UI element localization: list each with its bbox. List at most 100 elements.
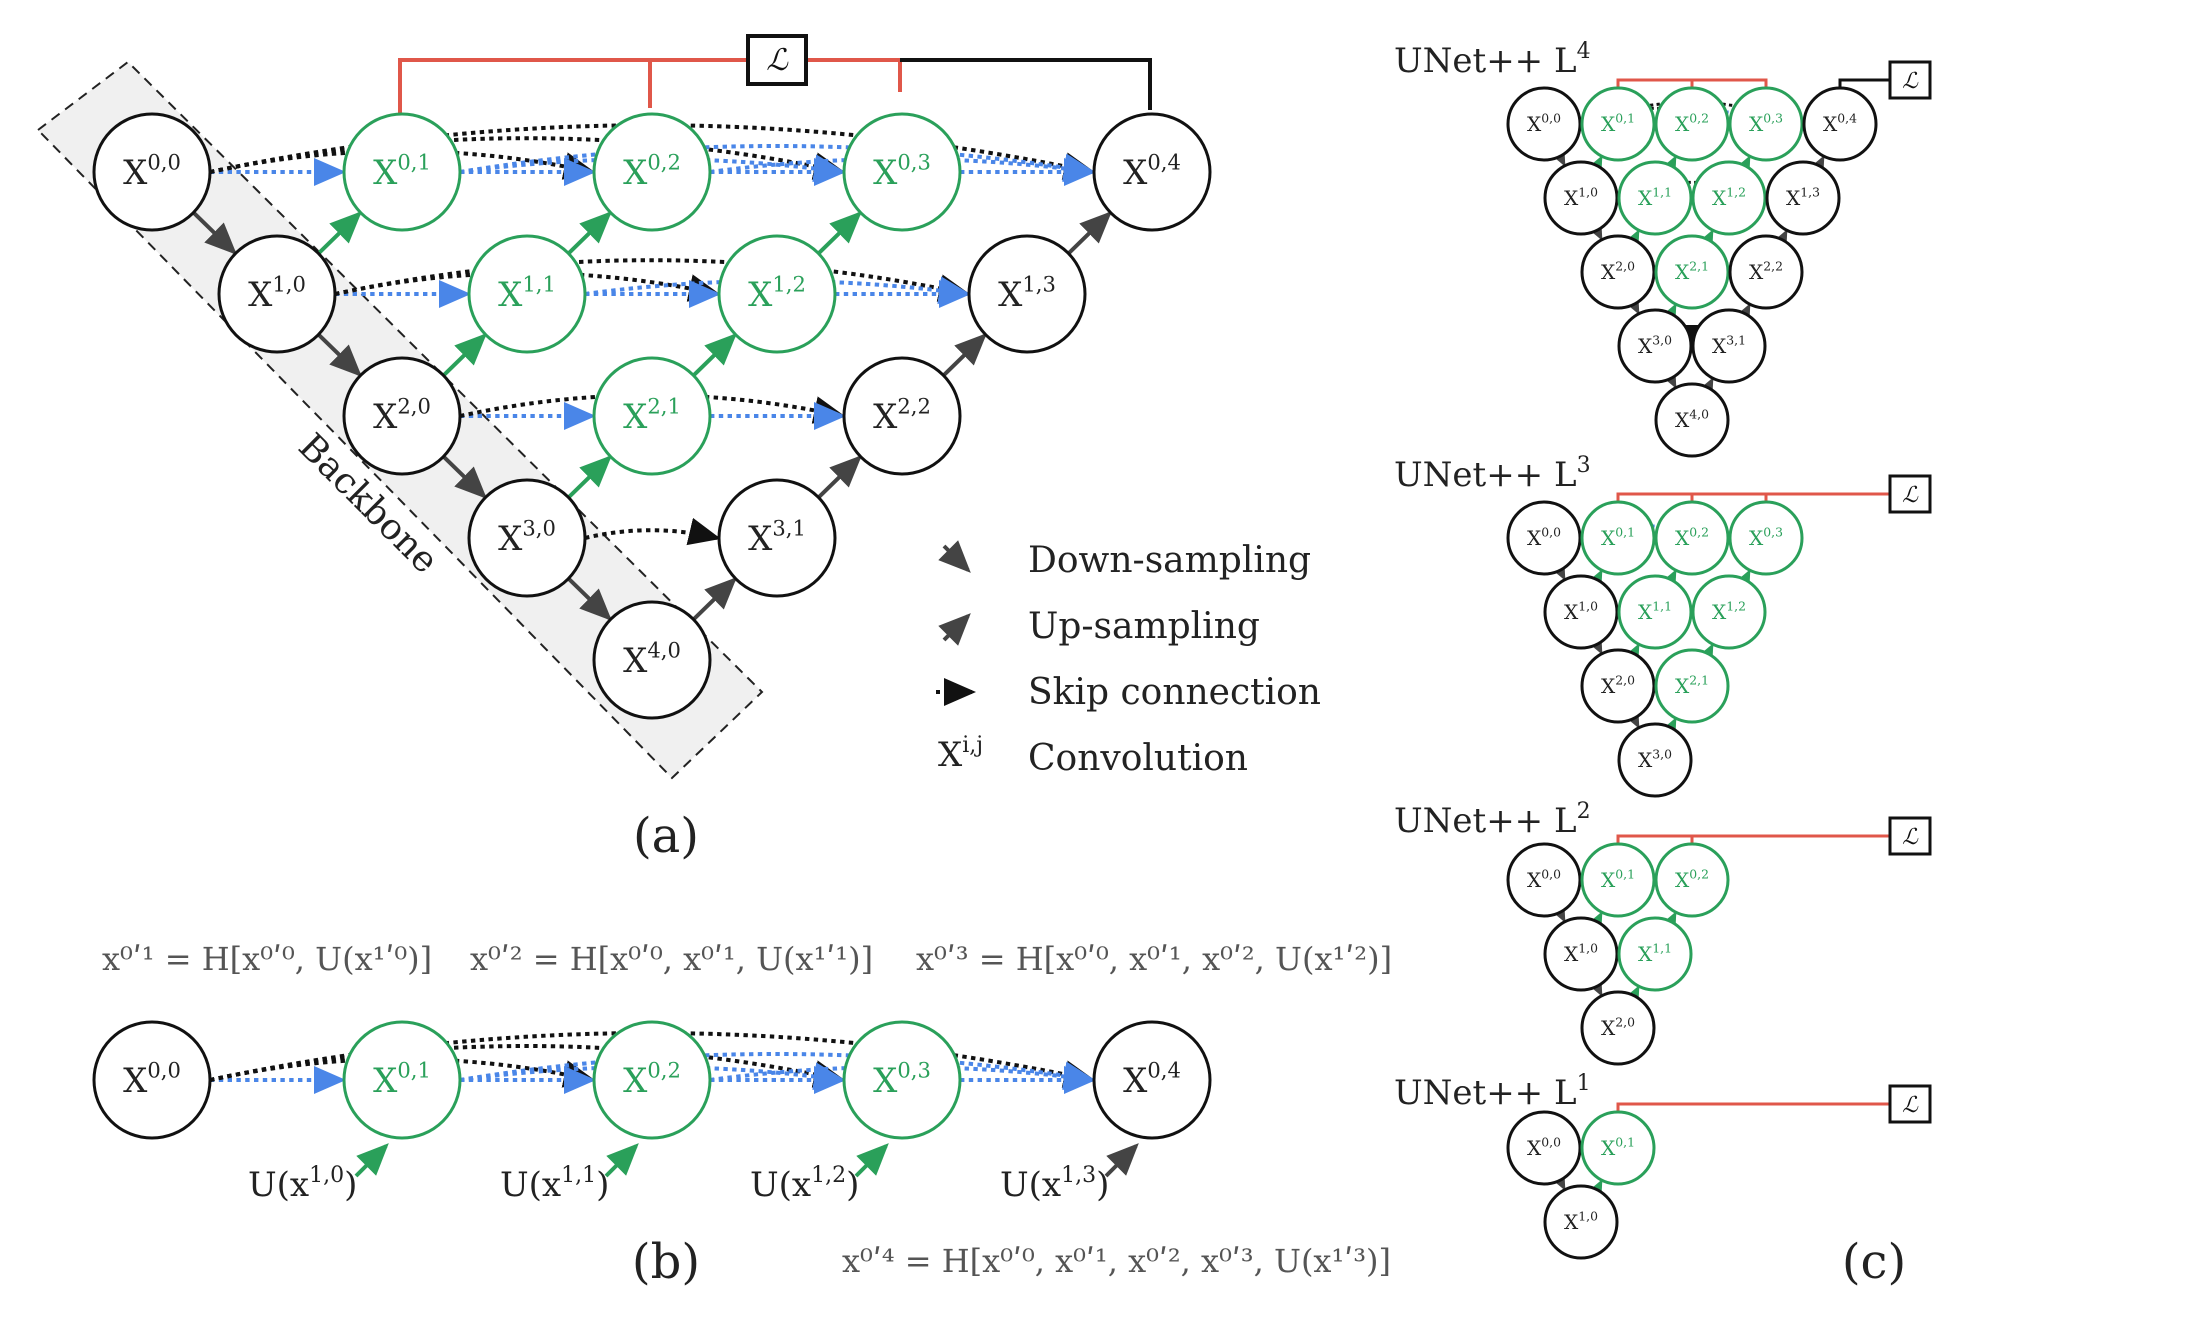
node-label-x02: X0,2 xyxy=(1675,111,1709,136)
node-x20 xyxy=(1580,234,1656,310)
equation-x01: x⁰ʹ¹ = H[x⁰ʹ⁰, U(x¹ʹ⁰)] xyxy=(102,940,432,978)
node-x00 xyxy=(1506,86,1582,162)
node-label-x20: X2,0 xyxy=(1601,259,1635,284)
node-label-x00: X0,0 xyxy=(1527,111,1561,136)
node-label-x20: X2,0 xyxy=(373,394,431,437)
upsample-label-3: U(x1,2) xyxy=(750,1163,859,1205)
skip-connection xyxy=(459,1052,1096,1090)
node-x01 xyxy=(1580,1110,1656,1186)
up-sampling-arrow xyxy=(354,1143,389,1178)
node-x00 xyxy=(1506,842,1582,918)
loss-label: ℒ xyxy=(1902,1093,1919,1118)
node-label-x00: X0,0 xyxy=(1527,1135,1561,1160)
node-label-x12: X1,2 xyxy=(1712,599,1746,624)
legend-down-sampling: Down-sampling xyxy=(1028,540,1311,581)
loss-box xyxy=(1888,816,1932,856)
node-x01 xyxy=(342,1020,462,1140)
up-sampling-arrow xyxy=(317,211,362,255)
node-label-x20: X2,0 xyxy=(1601,1015,1635,1040)
node-label-x31: X3,1 xyxy=(1712,333,1746,358)
node-x00 xyxy=(1506,500,1582,576)
node-x02 xyxy=(1654,86,1730,162)
node-label-x22: X2,2 xyxy=(1749,259,1783,284)
node-label-x03: X0,3 xyxy=(873,150,931,193)
node-label-x21: X2,1 xyxy=(1675,259,1709,284)
legend-convolution: Convolution xyxy=(1028,738,1248,779)
convolution-symbol: Xi,j xyxy=(938,733,983,775)
up-sampling-arrow xyxy=(817,211,862,255)
down-sampling-arrow xyxy=(317,333,362,377)
node-x11 xyxy=(467,234,587,354)
node-label-x10: X1,0 xyxy=(1564,941,1598,966)
up-sampling-arrow xyxy=(1067,211,1112,255)
node-x10 xyxy=(1543,574,1619,650)
up-sampling-arrow xyxy=(1104,1143,1139,1178)
loss-label: ℒ xyxy=(1902,69,1919,94)
node-x11 xyxy=(1617,574,1693,650)
node-label-x21: X2,1 xyxy=(623,394,681,437)
node-label-x04: X0,4 xyxy=(1823,111,1857,136)
node-x01 xyxy=(1580,500,1656,576)
node-x12 xyxy=(717,234,837,354)
equation-x02: x⁰ʹ² = H[x⁰ʹ⁰, x⁰ʹ¹, U(x¹ʹ¹)] xyxy=(470,940,873,978)
up-sampling-icon xyxy=(938,613,971,646)
node-x11 xyxy=(1617,160,1693,236)
node-x03 xyxy=(842,1020,962,1140)
node-x40 xyxy=(1654,382,1730,458)
node-label-x10: X1,0 xyxy=(1564,185,1598,210)
legend-skip-connection: Skip connection xyxy=(1028,672,1321,713)
node-label-x00: X0,0 xyxy=(123,150,181,193)
panel-a-label: (a) xyxy=(633,808,699,864)
node-label-x11: X1,1 xyxy=(1638,185,1672,210)
up-sampling-arrow xyxy=(854,1143,889,1178)
node-x11 xyxy=(1617,916,1693,992)
node-x04 xyxy=(1092,1020,1212,1140)
node-x20 xyxy=(1580,990,1656,1066)
loss-box xyxy=(1888,474,1932,514)
node-x31 xyxy=(1691,308,1767,384)
node-label-x13: X1,3 xyxy=(998,272,1056,315)
panel-b-label: (b) xyxy=(632,1234,700,1290)
loss-box xyxy=(1888,1084,1932,1124)
down-sampling-arrow xyxy=(567,577,612,621)
node-x30 xyxy=(1617,308,1693,384)
node-label-x40: X4,0 xyxy=(623,638,681,681)
node-label-x04: X0,4 xyxy=(1123,150,1181,193)
node-label-x01: X0,1 xyxy=(1601,525,1635,550)
node-x21 xyxy=(1654,234,1730,310)
node-x22 xyxy=(842,356,962,476)
node-x03 xyxy=(842,112,962,232)
panel-b: x⁰ʹ¹ = H[x⁰ʹ⁰, U(x¹ʹ⁰)] x⁰ʹ² = H[x⁰ʹ⁰, x… xyxy=(92,940,1392,1290)
node-x01 xyxy=(1580,86,1656,162)
node-x12 xyxy=(1691,160,1767,236)
loss-connector xyxy=(1616,834,1912,844)
node-x01 xyxy=(342,112,462,232)
node-x20 xyxy=(1580,648,1656,724)
node-label-x20: X2,0 xyxy=(1601,673,1635,698)
node-x31 xyxy=(717,478,837,598)
node-label-x01: X0,1 xyxy=(1601,1135,1635,1160)
model-title-l4: UNet++ L4 xyxy=(1394,39,1591,81)
node-label-x11: X1,1 xyxy=(498,272,556,315)
node-label-x12: X1,2 xyxy=(1712,185,1746,210)
node-label-x11: X1,1 xyxy=(1638,599,1672,624)
skip-connection-long xyxy=(334,258,971,302)
node-label-x11: X1,1 xyxy=(1638,941,1672,966)
node-x01 xyxy=(1580,842,1656,918)
skip-connection xyxy=(459,144,1096,182)
upsample-label-1: U(x1,0) xyxy=(248,1163,357,1205)
node-x10 xyxy=(1543,160,1619,236)
down-sampling-arrow xyxy=(192,211,237,255)
node-x00 xyxy=(92,112,212,232)
legend: Down-sampling Up-sampling Skip connectio… xyxy=(936,540,1321,779)
node-label-x30: X3,0 xyxy=(1638,333,1672,358)
node-x21 xyxy=(1654,648,1730,724)
loss-box xyxy=(746,34,808,86)
up-sampling-arrow xyxy=(942,333,987,377)
upsample-label-2: U(x1,1) xyxy=(500,1163,609,1205)
node-label-x01: X0,1 xyxy=(373,1058,431,1101)
